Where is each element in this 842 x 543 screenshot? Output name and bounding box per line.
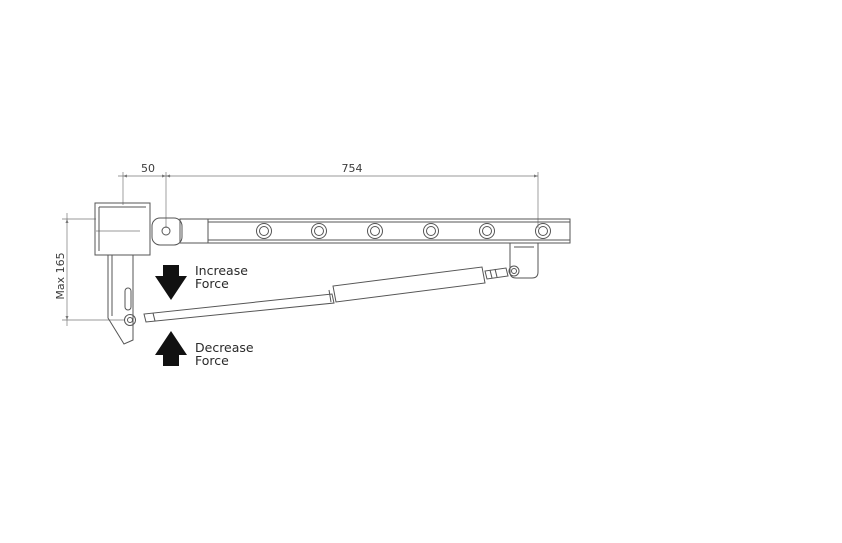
increase-force-label-line2: Force: [195, 276, 229, 291]
dimension-pivot-offset: 50: [118, 162, 171, 228]
dimension-label-50: 50: [141, 162, 155, 175]
arrow-down-icon: [155, 265, 187, 300]
dimension-label-754: 754: [342, 162, 363, 175]
arm: [179, 218, 571, 244]
arrow-up-icon: [155, 331, 187, 366]
dimension-label-max-165: Max 165: [54, 252, 67, 299]
wall-bracket: [94, 202, 151, 345]
dimension-arm-length: 754: [166, 162, 539, 228]
decrease-force-indicator: Decrease Force: [155, 331, 254, 368]
gas-strut: [143, 266, 509, 323]
arm-strut-bracket: [508, 243, 539, 279]
dimension-max-drop: Max 165: [54, 213, 125, 326]
decrease-force-label-line2: Force: [195, 353, 229, 368]
arm-adjustment-holes: [256, 223, 551, 239]
increase-force-label-line1: Increase: [195, 263, 248, 278]
increase-force-indicator: Increase Force: [155, 263, 248, 300]
decrease-force-label-line1: Decrease: [195, 340, 254, 355]
pivot-hinge: [151, 217, 183, 246]
